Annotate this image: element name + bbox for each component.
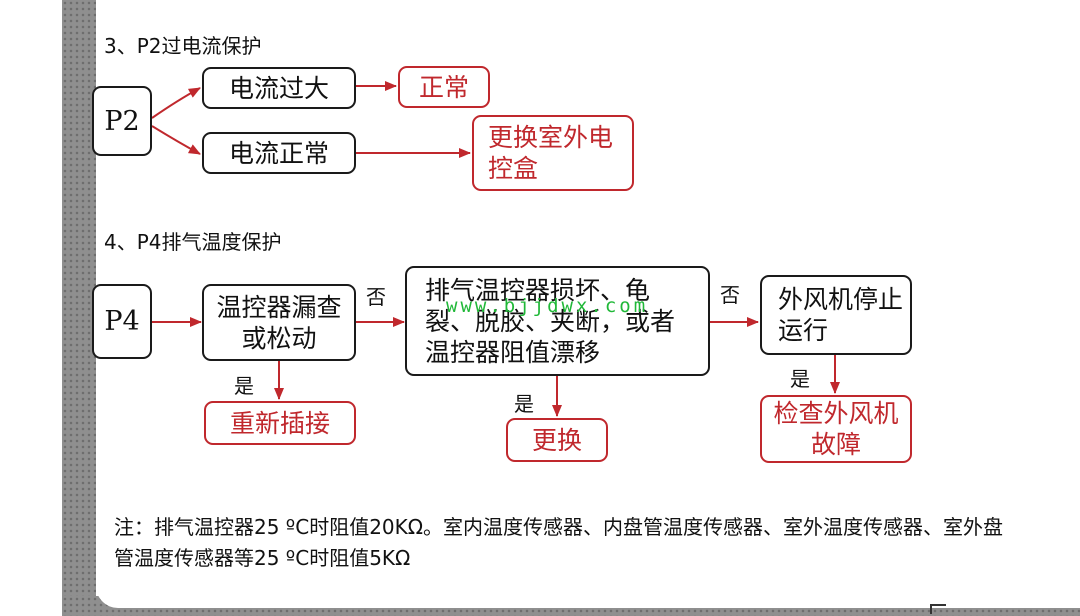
no-label-2: 否 (720, 283, 740, 307)
no-label-1: 否 (366, 285, 386, 309)
sensor-fault-label: 排气温控器损坏、龟裂、脱胶、夹断，或者温控器阻值漂移 (425, 275, 676, 367)
sensor-fault-box: 排气温控器损坏、龟裂、脱胶、夹断，或者温控器阻值漂移 (405, 266, 710, 376)
check-fan-box: 检查外风机故障 (760, 395, 912, 463)
replace-box: 更换 (506, 418, 608, 462)
p4-box: P4 (92, 284, 152, 359)
check-loose-box: 温控器漏查或松动 (202, 284, 356, 361)
fan-stop-label: 外风机停止运行 (778, 285, 904, 345)
p2-label: P2 (104, 105, 140, 137)
normal-label: 正常 (418, 72, 469, 102)
replace-label: 更换 (531, 425, 582, 455)
p4-label: P4 (104, 306, 140, 337)
section4-heading: 4、P4排气温度保护 (104, 230, 282, 254)
reinsert-label: 重新插接 (229, 408, 330, 438)
yes-label-3: 是 (790, 367, 810, 391)
arrow-p2-to-current-normal (151, 125, 201, 155)
footnote: 注：排气温控器25 ºC时阻值20KΩ。室内温度传感器、内盘管温度传感器、室外温… (114, 515, 1004, 570)
yes-label-2: 是 (514, 392, 534, 416)
watermark: www.bjjdwx.com (446, 295, 649, 317)
current-high-box: 电流过大 (202, 67, 356, 109)
current-high-label: 电流过大 (228, 73, 329, 103)
current-normal-box: 电流正常 (202, 132, 356, 174)
fan-stop-box: 外风机停止运行 (760, 275, 912, 355)
check-loose-label: 温控器漏查或松动 (216, 292, 342, 353)
replace-outdoor-label: 更换室外电控盒 (488, 123, 614, 183)
replace-outdoor-box: 更换室外电控盒 (472, 115, 634, 191)
normal-box: 正常 (398, 66, 490, 108)
p2-box: P2 (92, 86, 152, 156)
current-normal-label: 电流正常 (228, 138, 329, 168)
section3-heading: 3、P2过电流保护 (104, 34, 262, 58)
yes-label-1: 是 (234, 374, 254, 398)
dotted-frame-left (62, 0, 96, 616)
check-fan-label: 检查外风机故障 (773, 399, 899, 459)
corner-mark (930, 604, 946, 614)
arrow-p2-to-current-high (151, 87, 201, 119)
reinsert-box: 重新插接 (204, 401, 356, 445)
